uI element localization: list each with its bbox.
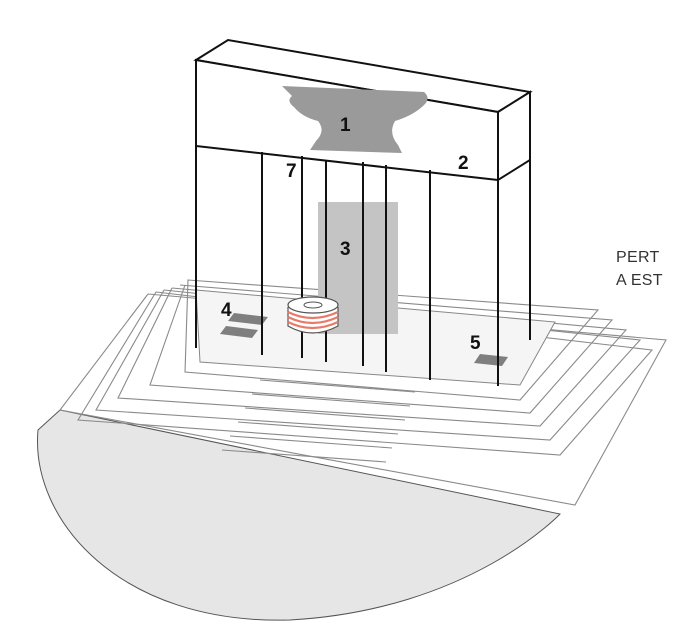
- label-7: 7: [286, 161, 297, 182]
- side-label-line-1: PERT: [616, 249, 660, 266]
- label-4: 4: [221, 300, 232, 321]
- coil-icon: [287, 296, 339, 334]
- label-5: 5: [470, 333, 481, 354]
- floor-base: [37, 409, 561, 621]
- ground-panel: [195, 289, 556, 386]
- label-3: 3: [340, 239, 351, 260]
- label-2: 2: [458, 153, 469, 174]
- label-1: 1: [340, 115, 351, 136]
- pillars: [195, 60, 531, 386]
- floor-patches: [220, 313, 508, 366]
- anvil-icon: [282, 86, 428, 153]
- side-label-line-2: A EST: [616, 272, 663, 289]
